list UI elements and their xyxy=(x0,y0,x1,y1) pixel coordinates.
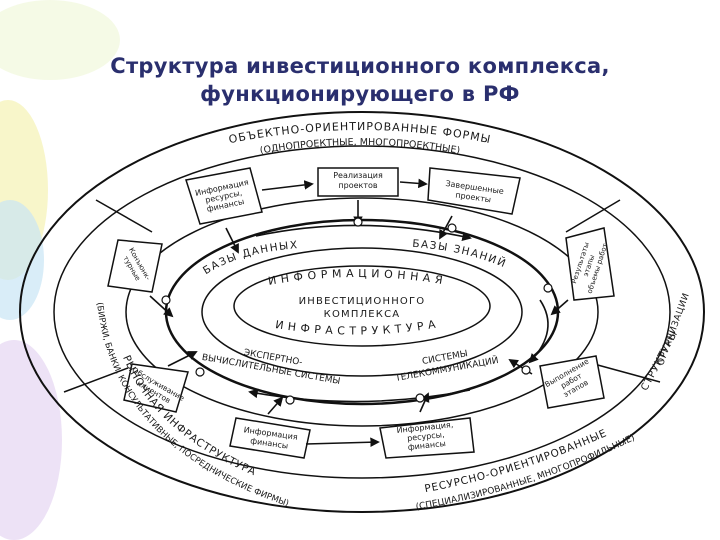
title-line-2: функционирующего в РФ xyxy=(200,82,520,106)
title-line-1: Структура инвестиционного комплекса, xyxy=(110,54,610,78)
svg-text:Реализация: Реализация xyxy=(333,171,383,180)
outer-ring xyxy=(19,111,705,513)
block-top-left xyxy=(185,167,263,225)
label-telecom-systems: СИСТЕМЫ ТЕЛЕКОММУНИКАЦИЙ xyxy=(393,349,499,384)
flow-arrows xyxy=(149,178,569,448)
outer-ring-inner-edge xyxy=(53,145,671,479)
center-bottom-label: ИНФРАСТРУКТУРА xyxy=(274,317,440,337)
outer-ring-dividers xyxy=(63,199,661,393)
block-top-right xyxy=(427,167,521,215)
block-top-center xyxy=(317,167,399,197)
block-right-upper xyxy=(565,227,615,301)
info-ring-inner xyxy=(201,247,523,377)
flow-nodes xyxy=(161,217,553,405)
center-middle-line-1: ИНВЕСТИЦИОННОГО xyxy=(299,296,426,307)
block-right-lower xyxy=(539,355,605,409)
label-expert-systems: ЭКСПЕРТНО- ВЫЧИСЛИТЕЛЬНЫЕ СИСТЕМЫ xyxy=(201,348,341,387)
svg-text:проектов: проектов xyxy=(338,181,378,190)
center-middle-line-2: КОМПЛЕКСА xyxy=(324,309,401,320)
svg-text:финансы: финансы xyxy=(407,439,446,452)
outer-top-sublabel: (ОДНОПРОЕКТНЫЕ, МНОГОПРОЕКТНЫЕ) xyxy=(259,137,461,157)
block-left-upper xyxy=(107,239,163,293)
text-right-upper: Результаты этапы объемы работ xyxy=(570,241,609,294)
label-knowledge-bases: БАЗЫ ЗНАНИЙ xyxy=(412,238,509,271)
outer-left-sublabel: (БИРЖИ, БАНКИ, КОНСУЛЬТАТИВНЫЕ, ПОСРЕДНИ… xyxy=(94,302,290,509)
text-top-center: Реализация проектов xyxy=(333,171,383,190)
center-ellipse xyxy=(233,265,491,347)
block-bottom-right xyxy=(379,417,475,459)
blocks-ring-inner xyxy=(125,197,599,427)
block-boxes xyxy=(107,167,615,459)
label-databases: БАЗЫ ДАННЫХ xyxy=(201,239,299,277)
block-left-lower xyxy=(123,363,189,413)
text-bottom-right: Информация, ресурсы, финансы xyxy=(396,420,454,452)
outer-right-sublabel: ОРГАНИЗАЦИИ xyxy=(656,292,692,367)
block-bottom-left xyxy=(229,417,311,459)
svg-text:ресурсы,: ресурсы, xyxy=(407,430,445,443)
slide-title: Структура инвестиционного комплекса, фун… xyxy=(0,52,720,108)
